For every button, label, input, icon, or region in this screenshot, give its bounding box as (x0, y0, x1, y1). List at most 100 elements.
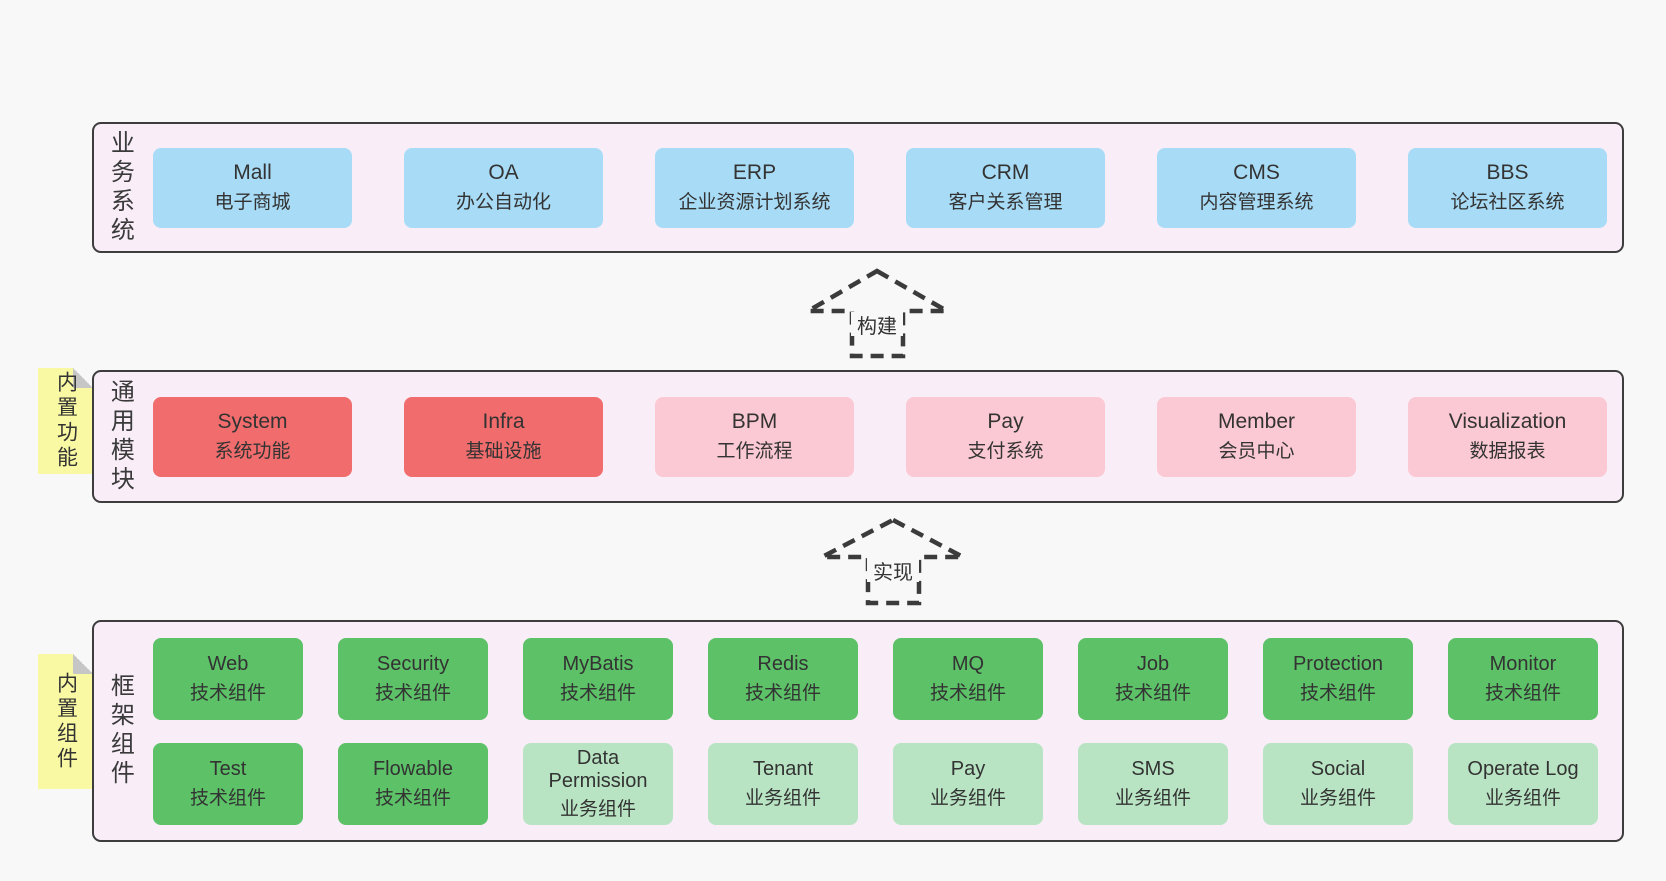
band-common-modules: 通用模块 System 系统功能 Infra 基础设施 BPM 工作流程 Pay… (92, 370, 1624, 503)
card-title: Monitor (1489, 653, 1557, 676)
card-test: Test 技术组件 (153, 743, 303, 825)
card-job: Job 技术组件 (1078, 638, 1228, 720)
card-subtitle: 系统功能 (214, 441, 291, 463)
card-social: Social 业务组件 (1263, 743, 1413, 825)
card-visualization: Visualization 数据报表 (1408, 396, 1607, 477)
framework-components-row-1: Web 技术组件 Security 技术组件 MyBatis 技术组件 Redi… (153, 638, 1598, 720)
card-title: System (217, 409, 288, 433)
card-subtitle: 业务组件 (744, 787, 821, 809)
sticky-note-label: 内置功能 (54, 371, 78, 471)
card-cms: CMS 内容管理系统 (1157, 147, 1356, 228)
card-subtitle: 技术组件 (1484, 682, 1561, 704)
card-oa: OA 办公自动化 (404, 147, 603, 228)
card-title: BBS (1486, 160, 1529, 184)
card-subtitle: 会员中心 (1218, 441, 1295, 463)
implement-arrow-label: 实现 (867, 558, 919, 584)
card-title: CRM (981, 160, 1030, 184)
card-subtitle: 技术组件 (374, 787, 451, 809)
card-pay: Pay 支付系统 (906, 396, 1105, 477)
band-framework-components: 框架组件 Web 技术组件 Security 技术组件 MyBatis 技术组件… (92, 620, 1624, 842)
sticky-note-built-in-components: 内置组件 (38, 654, 93, 789)
card-title: ERP (732, 160, 777, 184)
card-flowable: Flowable 技术组件 (338, 743, 488, 825)
band-label-framework-components: 框架组件 (106, 673, 134, 789)
card-title: OA (488, 160, 519, 184)
card-bpm: BPM 工作流程 (655, 396, 854, 477)
card-data-permission: Data Permission 业务组件 (523, 743, 673, 825)
card-mall: Mall 电子商城 (153, 147, 352, 228)
card-title: Protection (1292, 653, 1384, 676)
card-subtitle: 技术组件 (559, 682, 636, 704)
card-title: SMS (1131, 758, 1175, 781)
band-label-common-modules: 通用模块 (106, 378, 134, 495)
card-title: Pay (987, 409, 1024, 433)
card-subtitle: 业务组件 (929, 787, 1006, 809)
card-subtitle: 客户关系管理 (948, 192, 1063, 214)
card-title: CMS (1233, 160, 1280, 184)
card-title: MyBatis (562, 653, 634, 676)
card-title: MQ (951, 653, 985, 676)
card-mq: MQ 技术组件 (893, 638, 1043, 720)
card-crm: CRM 客户关系管理 (906, 147, 1105, 228)
card-title: Social (1310, 758, 1366, 781)
card-title: Security (376, 653, 450, 676)
card-pay-component: Pay 业务组件 (893, 743, 1043, 825)
card-title: BPM (731, 409, 778, 433)
build-arrow-label: 构建 (851, 312, 903, 338)
card-subtitle: 技术组件 (189, 787, 266, 809)
band-business-systems: 业务系统 Mall 电子商城 OA 办公自动化 ERP 企业资源计划系统 CRM… (92, 122, 1624, 253)
card-protection: Protection 技术组件 (1263, 638, 1413, 720)
card-subtitle: 技术组件 (1299, 682, 1376, 704)
card-subtitle: 基础设施 (465, 441, 542, 463)
card-mybatis: MyBatis 技术组件 (523, 638, 673, 720)
folded-corner-icon (73, 654, 93, 674)
card-subtitle: 业务组件 (559, 798, 636, 820)
card-subtitle: 论坛社区系统 (1450, 192, 1565, 214)
card-subtitle: 技术组件 (1114, 682, 1191, 704)
card-title: Job (1136, 653, 1170, 676)
card-subtitle: 办公自动化 (455, 192, 551, 214)
card-title: Redis (757, 653, 809, 676)
card-sms: SMS 业务组件 (1078, 743, 1228, 825)
card-bbs: BBS 论坛社区系统 (1408, 147, 1607, 228)
card-subtitle: 业务组件 (1299, 787, 1376, 809)
card-subtitle: 技术组件 (374, 682, 451, 704)
card-title: Mall (233, 160, 272, 184)
folded-corner-icon (73, 368, 93, 388)
card-redis: Redis 技术组件 (708, 638, 858, 720)
sticky-note-label: 内置组件 (54, 671, 78, 772)
card-monitor: Monitor 技术组件 (1448, 638, 1598, 720)
card-security: Security 技术组件 (338, 638, 488, 720)
card-system: System 系统功能 (153, 396, 352, 477)
sticky-note-built-in-features: 内置功能 (38, 368, 93, 474)
card-tenant: Tenant 业务组件 (708, 743, 858, 825)
card-subtitle: 数据报表 (1469, 441, 1546, 463)
card-erp: ERP 企业资源计划系统 (655, 147, 854, 228)
card-subtitle: 支付系统 (967, 441, 1044, 463)
business-systems-row: Mall 电子商城 OA 办公自动化 ERP 企业资源计划系统 CRM 客户关系… (153, 147, 1607, 228)
card-subtitle: 电子商城 (214, 192, 291, 214)
card-title: Test (209, 758, 247, 781)
build-arrow (799, 268, 956, 359)
card-title: Member (1217, 409, 1296, 433)
card-title: Tenant (752, 758, 814, 781)
card-subtitle: 内容管理系统 (1199, 192, 1314, 214)
card-operate-log: Operate Log 业务组件 (1448, 743, 1598, 825)
card-infra: Infra 基础设施 (404, 396, 603, 477)
card-title: Flowable (372, 758, 454, 781)
card-member: Member 会员中心 (1157, 396, 1356, 477)
implement-arrow (820, 517, 965, 606)
card-title: Pay (950, 758, 986, 781)
card-subtitle: 业务组件 (1114, 787, 1191, 809)
card-subtitle: 企业资源计划系统 (678, 192, 831, 214)
card-title: Infra (482, 409, 525, 433)
card-title: Visualization (1448, 409, 1567, 433)
card-title: Data Permission (548, 747, 648, 792)
card-subtitle: 技术组件 (744, 682, 821, 704)
card-title: Operate Log (1467, 758, 1579, 781)
framework-components-row-2: Test 技术组件 Flowable 技术组件 Data Permission … (153, 743, 1598, 825)
band-label-business-systems: 业务系统 (106, 129, 134, 246)
card-subtitle: 业务组件 (1484, 787, 1561, 809)
card-web: Web 技术组件 (153, 638, 303, 720)
